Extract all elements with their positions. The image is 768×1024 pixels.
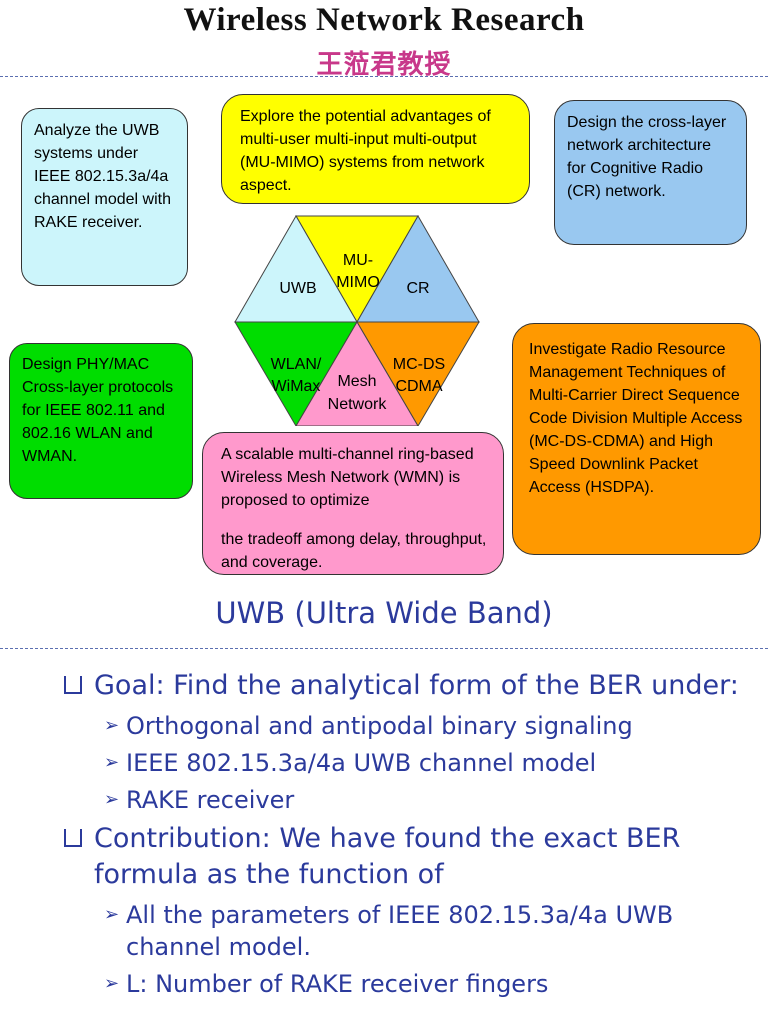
square-bullet-icon (64, 829, 82, 847)
wlan-topic-text: Design PHY/MAC Cross-layer protocols for… (22, 356, 174, 465)
arrow-bullet-icon: ➢ (104, 715, 120, 736)
page-subtitle: 王蒞君教授 (316, 50, 452, 79)
contribution-item: ➢ L: Number of RAKE receiver fingers (104, 970, 549, 998)
arrow-bullet-icon: ➢ (104, 904, 120, 925)
arrow-bullet-icon: ➢ (104, 789, 120, 810)
page-title: Wireless Network Research (183, 2, 585, 38)
contribution-bullet: Contribution: We have found the exact BE… (60, 821, 760, 893)
hex-label-wlan-1: WLAN/ (270, 356, 322, 373)
mcds-topic-box: Investigate Radio Resource Management Te… (512, 323, 761, 555)
mesh-topic-box: A scalable multi-channel ring-based Wire… (202, 432, 504, 575)
goal-item: ➢ RAKE receiver (104, 786, 295, 814)
bullet-list: Goal: Find the analytical form of the BE… (60, 668, 760, 1005)
uwb-topic-box: Analyze the UWB systems under IEEE 802.1… (21, 108, 188, 286)
mumimo-topic-text: Explore the potential advantages of mult… (240, 108, 491, 194)
cr-topic-text: Design the cross-layer network architect… (567, 114, 727, 200)
section-title: UWB (Ultra Wide Band) (215, 596, 553, 630)
hex-label-mumimo-1: MU- (342, 252, 374, 269)
hex-label-cr: CR (406, 280, 430, 297)
hex-label-mcds-1: MC-DS (392, 356, 446, 373)
topic-hexagon (234, 214, 480, 426)
top-divider (0, 76, 768, 77)
goal-item: ➢ IEEE 802.15.3a/4a UWB channel model (104, 749, 597, 777)
arrow-bullet-icon: ➢ (104, 973, 120, 994)
hex-mesh (295, 321, 419, 426)
mesh-topic-text-2: the tradeoff among delay, throughput, an… (221, 531, 487, 571)
hex-label-mumimo-2: MIMO (336, 274, 380, 291)
mesh-topic-text-1: A scalable multi-channel ring-based Wire… (221, 446, 474, 509)
contribution-item: ➢ All the parameters of IEEE 802.15.3a/4… (104, 901, 674, 961)
goal-bullet: Goal: Find the analytical form of the BE… (60, 668, 760, 704)
section-divider (0, 648, 768, 649)
hex-label-uwb: UWB (279, 280, 317, 297)
wlan-topic-box: Design PHY/MAC Cross-layer protocols for… (9, 343, 193, 499)
mumimo-topic-box: Explore the potential advantages of mult… (221, 94, 530, 204)
mcds-topic-text: Investigate Radio Resource Management Te… (529, 341, 743, 496)
square-bullet-icon (64, 676, 82, 694)
hex-label-wlan-2: WiMax (271, 378, 321, 395)
arrow-bullet-icon: ➢ (104, 752, 120, 773)
goal-item: ➢ Orthogonal and antipodal binary signal… (104, 712, 633, 740)
uwb-topic-text: Analyze the UWB systems under IEEE 802.1… (34, 122, 171, 231)
hex-label-mcds-2: CDMA (395, 378, 443, 395)
cr-topic-box: Design the cross-layer network architect… (554, 100, 747, 245)
hex-label-mesh-1: Mesh (337, 373, 377, 390)
hex-label-mesh-2: Network (327, 396, 387, 413)
